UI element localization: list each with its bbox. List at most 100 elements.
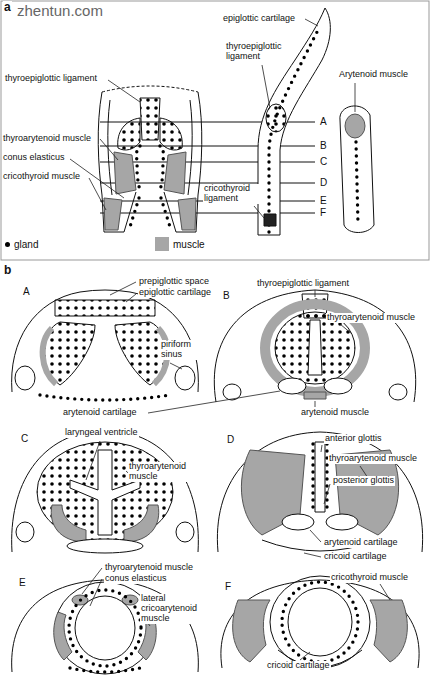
part-label: conus elasticus xyxy=(2,153,66,163)
leader-line-part xyxy=(82,568,102,594)
coronal-section-part xyxy=(104,232,124,233)
part-label: thyroarytenoid muscle xyxy=(328,454,418,464)
section-e-part xyxy=(75,596,135,660)
leader-line-part xyxy=(315,290,316,297)
panel-letter: b xyxy=(3,264,12,277)
part-label: cricoid cartilage xyxy=(266,661,331,671)
leader-line xyxy=(82,282,390,660)
legend-entry: muscle xyxy=(155,237,205,251)
part-label: anterior glottis xyxy=(324,434,383,444)
part-label: posterior glottis xyxy=(332,476,395,486)
section-f-part xyxy=(370,600,407,662)
section-letter: E xyxy=(18,577,27,588)
section-a-part xyxy=(15,366,35,390)
section-d xyxy=(217,432,422,552)
section-e-part xyxy=(70,668,140,672)
leader-line-part xyxy=(108,80,140,102)
coronal-section-part xyxy=(102,86,198,92)
part-label: thyroepiglottic ligament xyxy=(4,74,98,84)
part-label: cricothyroid muscle xyxy=(330,573,409,583)
section-letter: D xyxy=(226,434,235,445)
section-c xyxy=(12,430,199,553)
coronal-section-part xyxy=(178,198,196,230)
section-c-part xyxy=(37,442,173,542)
part-label: laryngeal ventricle xyxy=(64,428,139,438)
section-letter: A xyxy=(319,116,328,127)
section-a-part xyxy=(43,328,56,384)
part-label: Arytenoid muscle xyxy=(338,70,409,80)
section-d-part xyxy=(217,432,422,552)
part-label: lateral cricoarytenoid muscle xyxy=(140,594,202,624)
leader-line-part xyxy=(310,530,321,542)
part-label: piriform sinus xyxy=(160,340,204,360)
leader-line-part xyxy=(324,484,330,504)
section-letter: E xyxy=(319,195,328,206)
section-letter: B xyxy=(319,140,328,151)
part-label: epiglottic cartilage xyxy=(138,288,212,298)
section-d-part xyxy=(326,514,358,530)
section-b-part xyxy=(304,392,326,399)
coronal-section xyxy=(98,86,202,232)
section-d-part xyxy=(282,514,314,530)
leader-line-part xyxy=(148,391,280,413)
section-f-part xyxy=(288,588,352,656)
coronal-section-part xyxy=(164,192,176,232)
section-b xyxy=(214,290,415,402)
part-label: thyroepiglottic ligament xyxy=(256,279,350,289)
section-c-part xyxy=(124,505,159,542)
leader-line-part xyxy=(300,652,310,660)
coronal-section-part xyxy=(124,192,136,232)
section-f-part xyxy=(270,576,370,668)
legend-text: muscle xyxy=(173,239,205,250)
section-a-part xyxy=(55,300,155,316)
gland-dot xyxy=(5,242,10,247)
section-c-part xyxy=(51,505,86,542)
leader-line-part xyxy=(110,282,136,295)
section-c-part xyxy=(16,522,34,542)
coronal-section-part xyxy=(137,146,140,192)
section-c-part xyxy=(12,430,199,552)
section-d-part xyxy=(311,444,314,510)
part-label: arytenoid cartilage xyxy=(62,408,138,418)
coronal-section-part xyxy=(164,152,186,194)
section-f-part xyxy=(282,582,358,662)
section-a-part xyxy=(40,395,170,400)
section-line-part xyxy=(100,213,315,214)
coronal-section-part xyxy=(98,92,104,232)
section-a-part xyxy=(175,366,195,390)
leader-line-part xyxy=(305,19,318,26)
leader-line-part xyxy=(100,139,118,160)
leader-line-part xyxy=(126,294,136,302)
part-label: prepiglottic space xyxy=(138,277,210,287)
legend-text: gland xyxy=(14,239,38,250)
section-letter: A xyxy=(22,286,31,297)
section-b-part xyxy=(278,378,306,394)
coronal-section-part xyxy=(104,198,122,230)
watermark: zhentun.com xyxy=(16,3,104,20)
section-b-part xyxy=(308,320,322,375)
leader-line-part xyxy=(170,363,182,369)
section-b-part xyxy=(389,384,407,400)
leader-line-part xyxy=(254,206,264,218)
leader-line-part xyxy=(380,584,390,600)
sagittal-section-part xyxy=(264,214,276,226)
part-label: thyroarytenoid muscle xyxy=(326,313,416,323)
section-f-part xyxy=(221,580,419,668)
leader-line xyxy=(70,19,355,218)
leader-line-part xyxy=(90,579,102,606)
section-e-part xyxy=(69,590,141,666)
part-label: thyroarytenoid muscle xyxy=(128,462,192,482)
part-label: conus elasticus xyxy=(104,574,168,584)
coronal-section-part xyxy=(160,146,163,192)
panel-letter: a xyxy=(3,1,12,14)
leader-line-part xyxy=(340,324,352,334)
section-a-part xyxy=(80,290,130,292)
section-letter: F xyxy=(319,207,327,218)
part-label: arytenoid cartilage xyxy=(323,538,399,548)
coronal-section-part xyxy=(161,198,171,230)
coronal-section-part xyxy=(114,152,136,194)
section-c-part xyxy=(67,539,143,553)
section-b-part xyxy=(214,290,415,402)
section-letter: D xyxy=(319,177,328,188)
